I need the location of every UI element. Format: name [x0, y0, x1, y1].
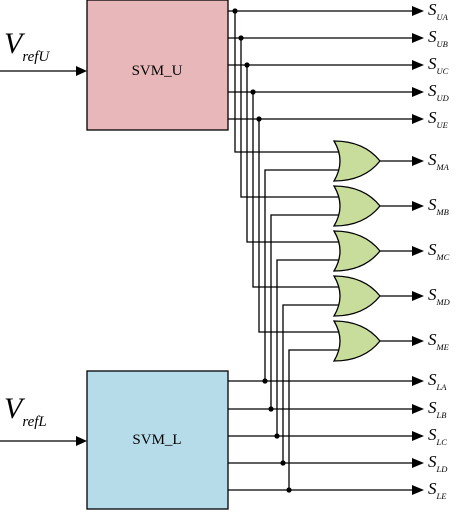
output-label-ld: SLD — [428, 452, 448, 474]
arrowhead-mb — [412, 201, 424, 211]
arrowhead-mc — [412, 246, 424, 256]
arrowhead-md — [412, 291, 424, 301]
output-label-lb: SLB — [428, 398, 446, 420]
or-gate-mc — [332, 230, 381, 272]
junction-dot — [286, 487, 292, 493]
junction-dot — [262, 378, 268, 384]
output-label-mc: SMC — [428, 240, 450, 262]
output-label-mb: SMB — [428, 195, 449, 217]
output-label-me: SME — [428, 330, 450, 352]
vref-u-sub: refU — [22, 49, 50, 65]
or-gates — [332, 140, 381, 362]
output-labels: SUA SUB SUC SUD SUE SLA SLB SLC SLD SLE SMA SMB SMC S… — [428, 0, 451, 501]
arrowhead-lc — [412, 431, 424, 441]
vref-u-label: VrefU — [4, 27, 50, 65]
output-label-lc: SLC — [428, 425, 447, 447]
output-label-la: SLA — [428, 370, 447, 392]
vref-u-arrowhead — [76, 66, 87, 76]
arrowhead-me — [412, 336, 424, 346]
vref-l-arrowhead — [76, 436, 87, 446]
vref-l-label: VrefL — [4, 392, 47, 430]
output-label-le: SLE — [428, 479, 447, 501]
svm-u-label: SVM_U — [132, 63, 183, 79]
arrowhead-lb — [412, 404, 424, 414]
arrowhead-la — [412, 376, 424, 386]
or-gate-md — [332, 275, 381, 317]
or-gate-ma — [332, 140, 381, 182]
output-label-ma: SMA — [428, 150, 450, 172]
arrowhead-ma — [412, 156, 424, 166]
junction-dots — [232, 8, 292, 493]
svm-l-block — [86, 370, 229, 510]
or-gate-mb — [332, 185, 381, 227]
output-label-md: SMD — [428, 285, 451, 307]
junction-dot — [280, 460, 286, 466]
junction-dot — [232, 8, 238, 14]
arrowhead-ub — [412, 33, 424, 43]
vref-l-main: V — [4, 392, 26, 425]
arrowhead-ua — [412, 6, 424, 16]
svm-l-label: SVM_L — [132, 432, 181, 448]
junction-dot — [274, 433, 280, 439]
output-arrowheads — [412, 6, 424, 495]
wiring — [228, 10, 412, 491]
junction-dot — [256, 116, 262, 122]
arrowhead-ud — [412, 87, 424, 97]
junction-dot — [238, 35, 244, 41]
junction-dot — [250, 89, 256, 95]
junction-dot — [268, 406, 274, 412]
or-gate-me — [332, 320, 381, 362]
vref-l-sub: refL — [22, 414, 46, 430]
arrowhead-le — [412, 485, 424, 495]
output-label-ub: SUB — [428, 27, 448, 49]
output-label-uc: SUC — [428, 54, 449, 76]
output-label-ue: SUE — [428, 108, 449, 130]
arrowhead-ld — [412, 458, 424, 468]
output-label-ua: SUA — [428, 0, 449, 22]
junction-dot — [244, 62, 250, 68]
arrowhead-ue — [412, 114, 424, 124]
svm-u-block — [86, 0, 229, 131]
arrowhead-uc — [412, 60, 424, 70]
output-label-ud: SUD — [428, 81, 450, 103]
vref-u-main: V — [4, 27, 26, 60]
